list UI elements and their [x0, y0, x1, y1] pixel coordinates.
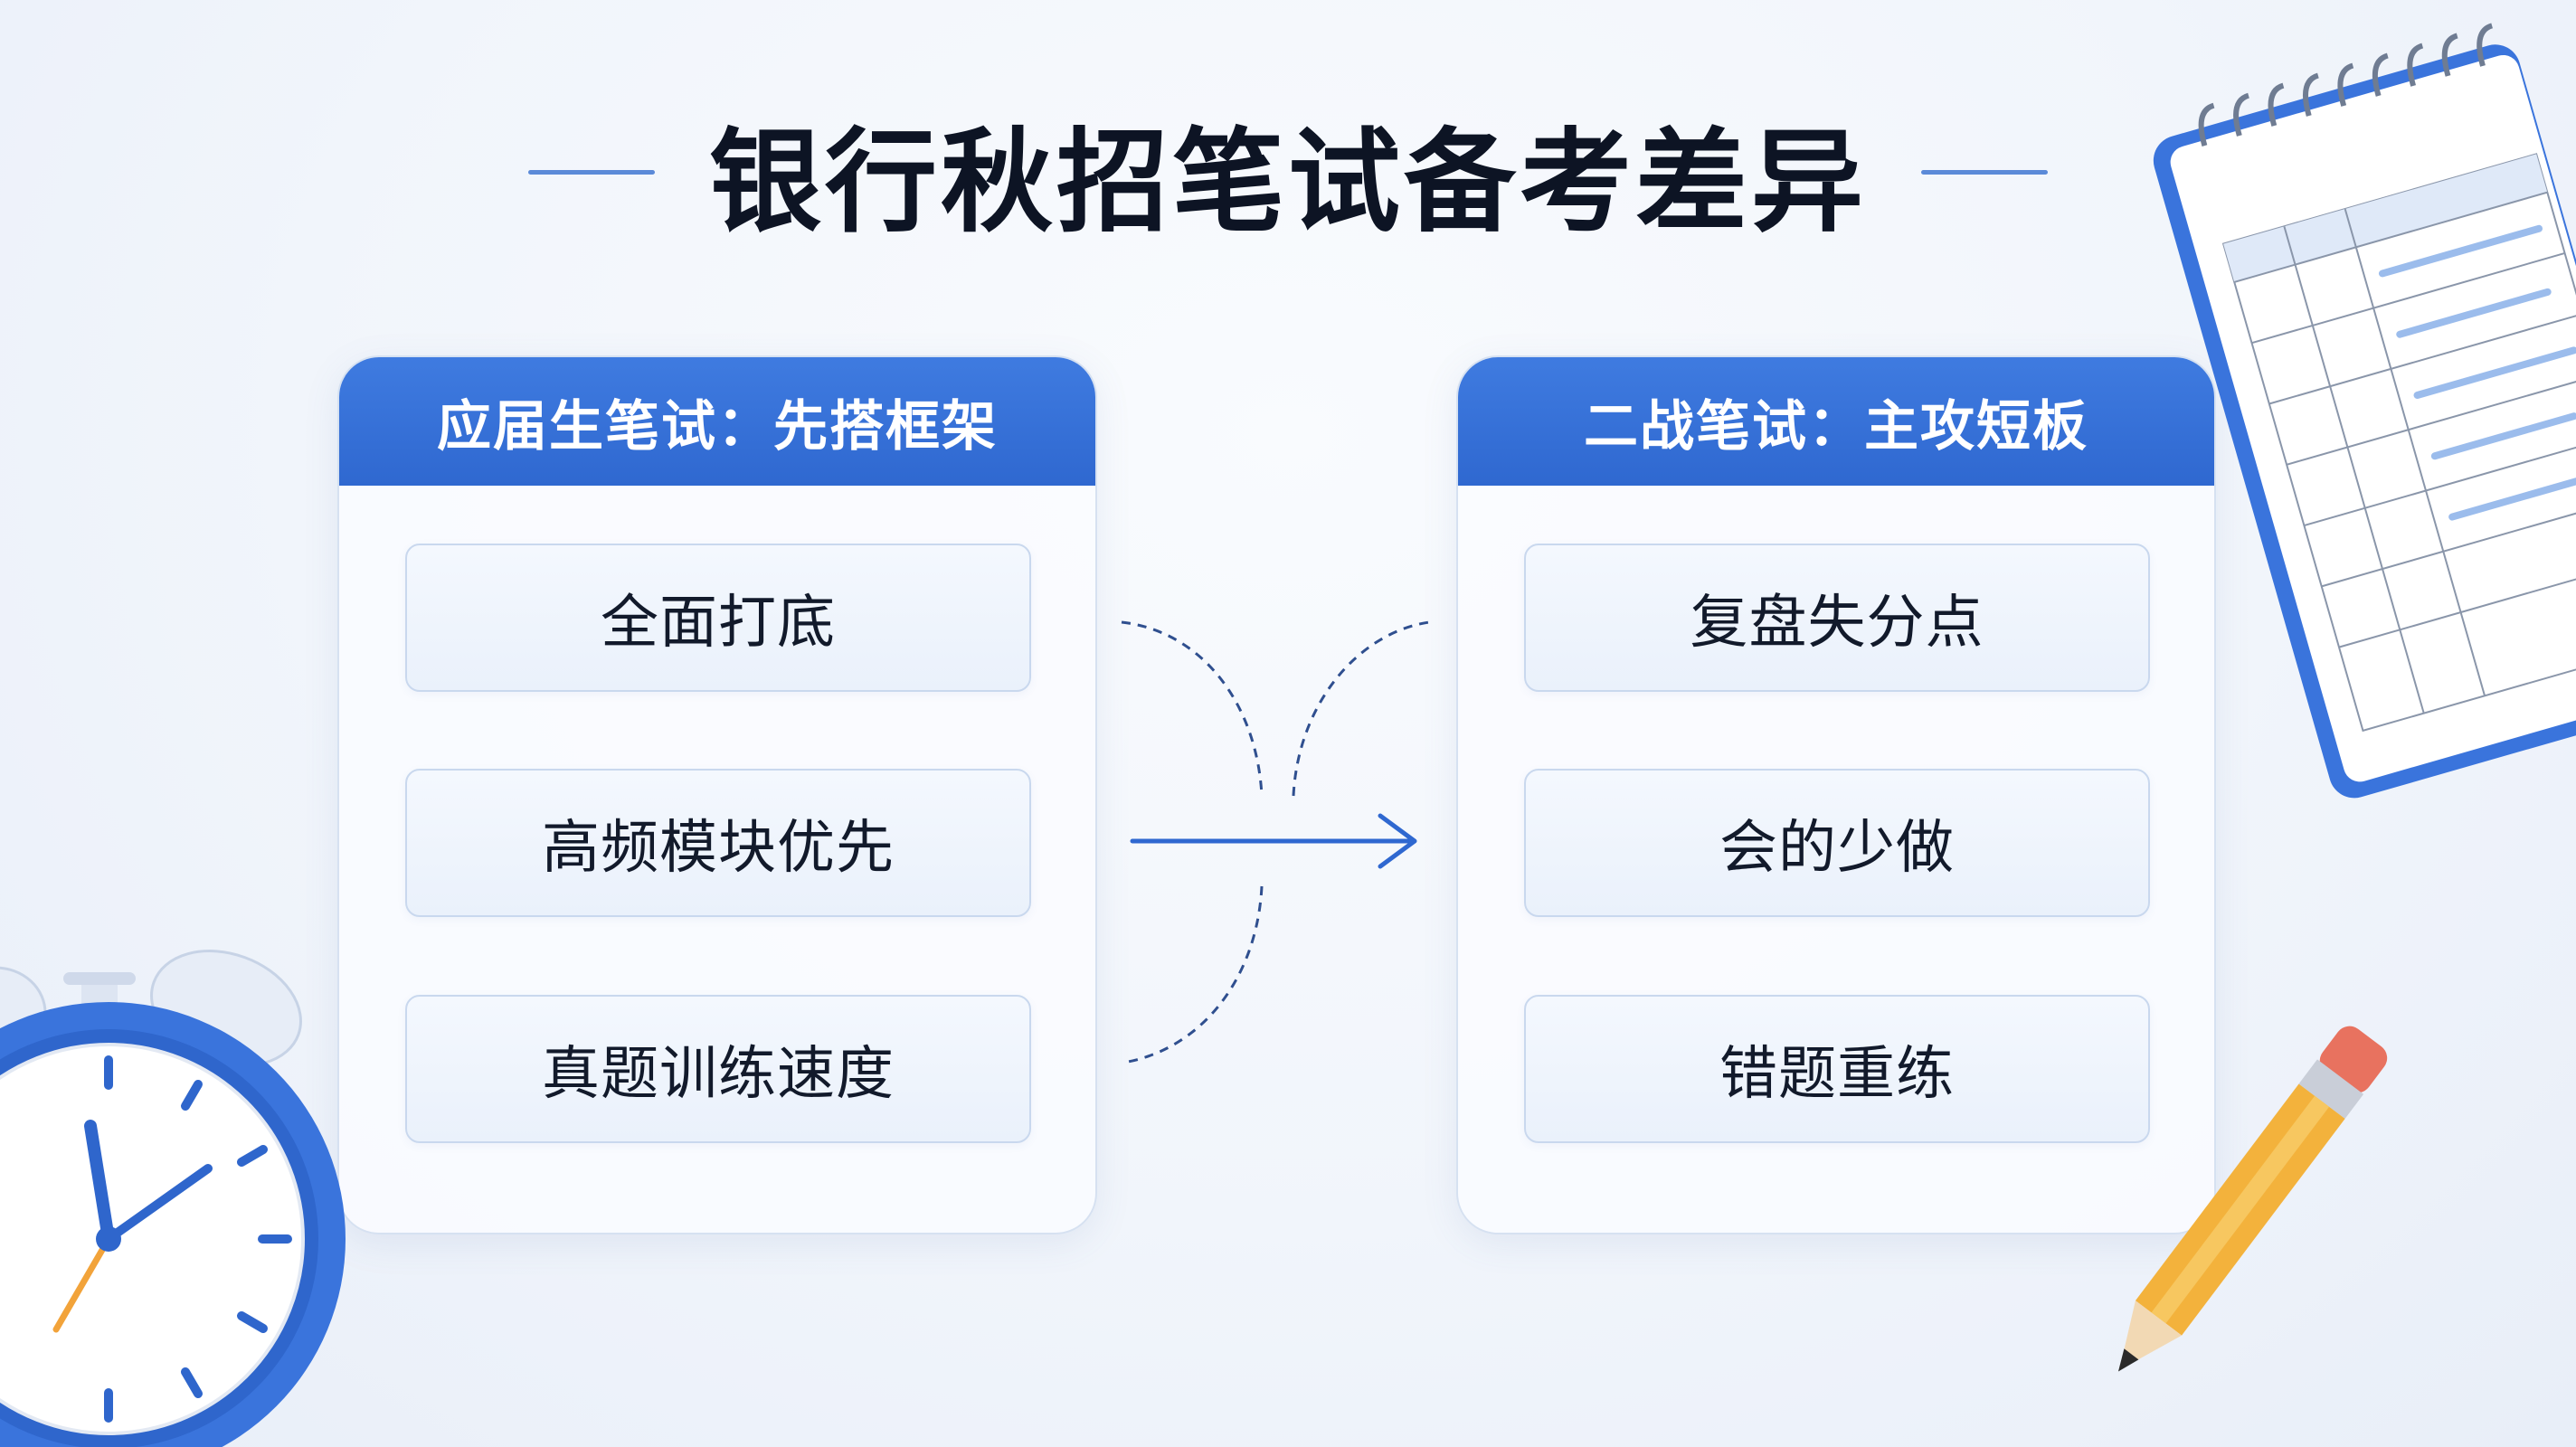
dashed-curve-upper-left	[1121, 620, 1264, 797]
title-row: 银行秋招笔试备考差异	[0, 99, 2576, 248]
connector-graphic	[1121, 620, 1430, 1064]
left-panel-header: 应届生笔试：先搭框架	[339, 357, 1095, 486]
alarm-clock-icon	[0, 950, 346, 1447]
left-item-2: 高频模块优先	[405, 769, 1031, 917]
dashed-curve-upper-right	[1292, 620, 1430, 797]
left-panel: 应届生笔试：先搭框架 全面打底 高频模块优先 真题训练速度	[337, 355, 1097, 1234]
left-item-2-label: 高频模块优先	[542, 815, 895, 882]
right-item-1-label: 复盘失分点	[1690, 590, 1984, 657]
right-item-2: 会的少做	[1524, 769, 2150, 917]
right-item-2-label: 会的少做	[1719, 815, 1955, 882]
right-panel-header: 二战笔试：主攻短板	[1458, 357, 2214, 486]
left-item-1: 全面打底	[405, 544, 1031, 692]
left-item-3: 真题训练速度	[405, 995, 1031, 1143]
right-item-3: 错题重练	[1524, 995, 2150, 1143]
right-item-1: 复盘失分点	[1524, 544, 2150, 692]
title-left-rule	[527, 169, 655, 175]
arrow-right-icon	[1130, 813, 1417, 869]
title-right-rule	[1921, 169, 2048, 175]
right-panel: 二战笔试：主攻短板 复盘失分点 会的少做 错题重练	[1456, 355, 2216, 1234]
page-title: 银行秋招笔试备考差异	[708, 118, 1867, 248]
right-item-3-label: 错题重练	[1719, 1041, 1955, 1108]
left-item-3-label: 真题训练速度	[542, 1041, 895, 1108]
left-panel-title: 应届生笔试：先搭框架	[437, 394, 998, 459]
right-panel-title: 二战笔试：主攻短板	[1584, 394, 2088, 459]
notebook-calendar-icon	[2153, 23, 2576, 799]
dashed-curve-lower	[1122, 885, 1264, 1064]
pencil-icon	[2117, 1026, 2388, 1372]
left-item-1-label: 全面打底	[601, 590, 836, 657]
